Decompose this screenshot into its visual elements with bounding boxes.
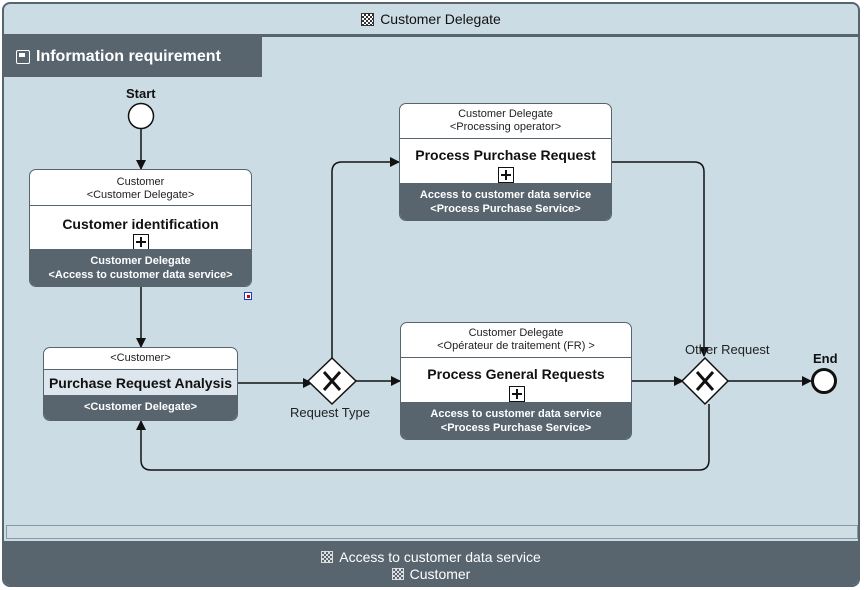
- pool-footer: Access to customer data service Customer: [4, 541, 858, 585]
- task-title-band: [44, 370, 237, 396]
- gateway-request-type-label: Request Type: [290, 405, 370, 420]
- task-footer-line-2: <Process Purchase Service>: [440, 422, 592, 434]
- task-role-sub: <Opérateur de traitement (FR) >: [437, 340, 595, 352]
- expand-subprocess-icon[interactable]: [133, 234, 149, 250]
- task-role: Customer Delegate: [458, 108, 553, 120]
- pool-title-text: Customer Delegate: [380, 11, 501, 27]
- task-footer-line-2: <Process Purchase Service>: [430, 203, 581, 215]
- pool-title-divider: [4, 34, 858, 37]
- task-role: <Customer>: [110, 352, 171, 364]
- lane-tab[interactable]: Information requirement: [4, 37, 262, 77]
- expand-subprocess-icon[interactable]: [498, 167, 514, 183]
- task-divider: [44, 369, 237, 370]
- gateway-other-request: [680, 356, 730, 406]
- task-divider: [30, 205, 251, 206]
- footer-line-1: Access to customer data service: [339, 549, 541, 565]
- task-process-purchase-request[interactable]: Customer Delegate <Processing operator> …: [399, 103, 612, 221]
- task-title: Customer identification: [62, 216, 219, 232]
- expand-subprocess-icon[interactable]: [509, 386, 525, 402]
- task-footer-line-2: <Access to customer data service>: [48, 269, 233, 281]
- task-footer: Access to customer data service <Process…: [401, 402, 631, 439]
- task-role: Customer: [116, 176, 165, 188]
- task-footer-line-1: Access to customer data service: [430, 408, 602, 420]
- gateway-other-request-label: Other Request: [685, 342, 770, 357]
- lane-title: Information requirement: [36, 48, 221, 65]
- checker-icon: [391, 568, 404, 580]
- link-marker-icon[interactable]: [244, 292, 252, 300]
- gateway-request-type: [306, 356, 358, 406]
- task-footer-line-1: Access to customer data service: [419, 189, 592, 201]
- flow-gateway-to-purchase: [331, 157, 400, 358]
- flow-purchase-to-merge: [612, 161, 709, 357]
- task-process-general-requests[interactable]: Customer Delegate <Opérateur de traiteme…: [400, 322, 632, 440]
- task-role-sub: <Customer Delegate>: [86, 189, 195, 201]
- lane-icon: [16, 50, 30, 64]
- checker-icon: [361, 12, 375, 26]
- task-title: Process General Requests: [427, 366, 605, 382]
- task-title: Process Purchase Request: [415, 147, 596, 163]
- lane-bottom-bar: [6, 525, 858, 539]
- flow-loop-back: [136, 404, 710, 471]
- task-customer-identification[interactable]: Customer <Customer Delegate> Customer id…: [29, 169, 252, 287]
- start-event: [127, 102, 155, 130]
- end-label: End: [813, 351, 838, 366]
- task-footer: <Customer Delegate>: [44, 395, 237, 420]
- task-divider: [401, 357, 631, 358]
- task-purchase-request-analysis[interactable]: <Customer> Purchase Request Analysis <Cu…: [43, 347, 238, 421]
- task-role: Customer Delegate: [468, 327, 564, 339]
- end-event: [811, 368, 837, 394]
- checker-icon: [321, 551, 334, 563]
- start-label: Start: [126, 86, 156, 101]
- task-footer-line-1: Customer Delegate: [90, 255, 191, 267]
- task-role-sub: <Processing operator>: [449, 121, 562, 133]
- footer-line-2: Customer: [409, 566, 471, 582]
- task-divider: [400, 138, 611, 139]
- task-footer: Access to customer data service <Process…: [400, 183, 611, 220]
- task-footer: Customer Delegate <Access to customer da…: [30, 249, 251, 286]
- pool-title[interactable]: Customer Delegate: [4, 4, 858, 34]
- task-title: Purchase Request Analysis: [48, 375, 233, 391]
